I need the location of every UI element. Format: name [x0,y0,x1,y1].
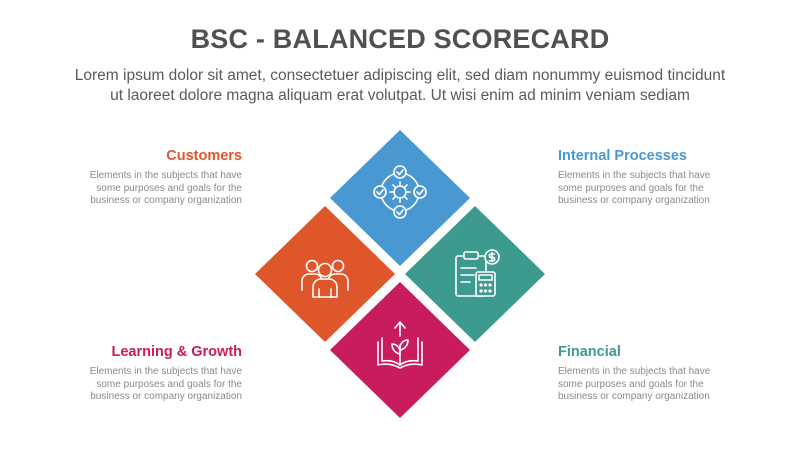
text-line: some purposes and goals for the [558,182,704,194]
text-line: some purposes and goals for the [96,378,242,390]
page-title: BSC - BALANCED SCORECARD [190,24,610,54]
block-learning-growth: Learning & Growth Elements in the subjec… [52,344,242,404]
text-internal-processes: Elements in the subjects that have some … [558,170,748,208]
open-book-growth-icon [377,321,423,369]
subtitle-line-2: ut laoreet dolore magna aliquam erat vol… [110,87,690,104]
text-line: Elements in the subjects that have [89,366,242,377]
text-line: Elements in the subjects that have [89,170,242,181]
page-subtitle: Lorem ipsum dolor sit amet, consectetuer… [40,66,760,106]
text-line: business or company organization [558,391,710,402]
text-learning-growth: Elements in the subjects that have some … [52,366,242,404]
block-financial: Financial Elements in the subjects that … [558,344,748,404]
subtitle-line-1: Lorem ipsum dolor sit amet, consectetuer… [74,67,726,84]
people-group-icon [301,259,349,298]
text-financial: Elements in the subjects that have some … [558,366,748,404]
text-line: some purposes and goals for the [96,182,242,194]
block-customers: Customers Elements in the subjects that … [52,148,242,208]
heading-learning-growth: Learning & Growth [111,344,243,360]
text-line: Elements in the subjects that have [558,366,711,377]
text-line: business or company organization [90,391,242,402]
clipboard-calculator-icon [455,249,500,297]
text-line: some purposes and goals for the [558,378,704,390]
diamond-learning-growth [330,282,470,418]
diamond-internal-processes [330,130,470,266]
gear-process-icon [373,165,427,219]
heading-financial: Financial [558,344,621,360]
diamond-financial [405,206,545,342]
text-line: business or company organization [558,195,710,206]
text-customers: Elements in the subjects that have some … [52,170,242,208]
block-internal-processes: Internal Processes Elements in the subje… [558,148,748,208]
diamond-customers [255,206,395,342]
heading-internal-processes: Internal Processes [558,148,687,164]
text-line: Elements in the subjects that have [558,170,711,181]
heading-customers: Customers [166,148,242,164]
text-line: business or company organization [90,195,242,206]
